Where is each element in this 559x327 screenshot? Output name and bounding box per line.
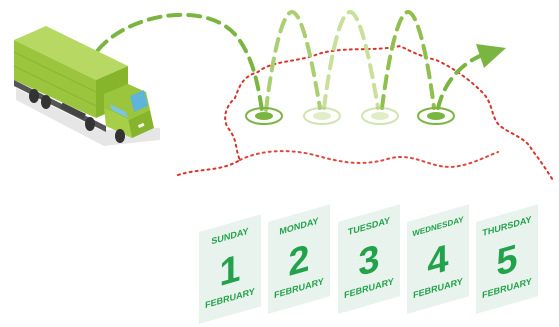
territory-border: [177, 44, 555, 183]
location-pin-icon: [361, 107, 399, 125]
route-exit: [436, 54, 482, 110]
calendar-day: 2: [288, 237, 309, 285]
route-path-main: [96, 12, 264, 112]
location-pin-icon: [245, 107, 283, 125]
route-hop-1: [264, 9, 322, 112]
location-pin-icon: [303, 107, 341, 125]
route-arrow-head-icon: [476, 44, 506, 68]
route-hop-3: [380, 9, 436, 110]
calendar-card: TUESDAY 3 FEBRUARY: [338, 204, 400, 314]
calendar-day: 5: [496, 237, 517, 285]
route-hop-2: [322, 9, 380, 110]
territory-border-lower: [239, 150, 499, 168]
calendar-card: WEDNESDAY 4 FEBRUARY: [407, 204, 469, 314]
calendar-day: 4: [427, 237, 449, 285]
calendar-card: MONDAY 2 FEBRUARY: [268, 204, 330, 314]
calendar-card: SUNDAY 1 FEBRUARY: [199, 214, 261, 324]
calendar-day: 1: [219, 247, 240, 295]
calendar-day: 3: [358, 237, 379, 285]
truck-icon: [13, 26, 160, 146]
location-pin-icon: [417, 107, 455, 125]
calendar-card: THURSDAY 5 FEBRUARY: [476, 204, 538, 314]
